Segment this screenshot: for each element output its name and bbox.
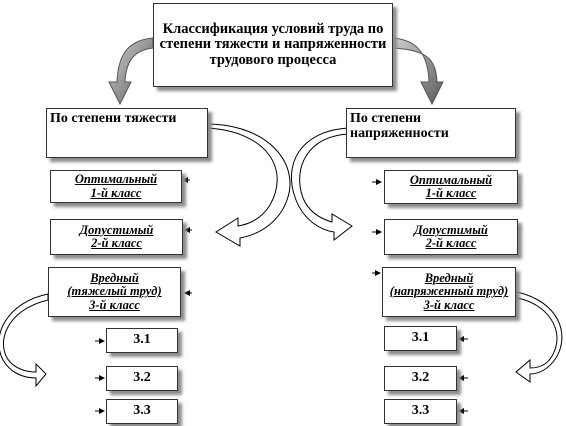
left-class-3-box: Вредный (тяжелый труд) 3-й класс <box>48 267 181 317</box>
left-class-2-name: Допустимый <box>79 222 154 237</box>
right-subclass-3-3: 3.3 <box>384 399 457 424</box>
right-lower-curve-arrow <box>515 291 563 383</box>
left-class-3-detail: (тяжелый труд) <box>67 284 162 299</box>
diagram-title-text: Классификация условий труда по степени т… <box>159 21 387 68</box>
left-class-2-number: 2-й класс <box>91 236 142 250</box>
right-subclass-3-1: 3.1 <box>384 326 457 351</box>
left-heading-box: По степени тяжести <box>46 108 208 158</box>
left-class-3-number: 3-й класс <box>89 297 140 312</box>
diagram-title: Классификация условий труда по степени т… <box>153 3 393 87</box>
right-heading-text: По степени напряженности <box>350 111 449 141</box>
left-class-1-name: Оптимальный <box>74 172 158 187</box>
right-subclass-3-3-label: 3.3 <box>411 403 430 419</box>
left-class-3-name: Вредный <box>90 271 139 286</box>
right-curve-arrow <box>291 127 353 242</box>
right-class-1-number: 1-й класс <box>425 186 477 200</box>
title-to-right-arrow <box>392 37 444 106</box>
left-subclass-3-3-label: 3.3 <box>133 403 151 419</box>
right-class-1-box: Оптимальный 1-й класс <box>384 170 518 204</box>
left-subclass-3-1: 3.1 <box>106 328 178 353</box>
left-subclass-3-2: 3.2 <box>106 366 178 391</box>
right-heading-box: По степени напряженности <box>346 108 516 158</box>
title-to-left-arrow <box>108 37 154 106</box>
left-curve-arrow <box>207 123 291 247</box>
right-class-2-box: Допустимый 2-й класс <box>384 219 518 255</box>
left-subclass-3-2-label: 3.2 <box>133 370 151 386</box>
left-heading-text: По степени тяжести <box>50 111 177 126</box>
right-subclass-3-2: 3.2 <box>384 366 457 391</box>
right-class-2-number: 2-й класс <box>425 236 477 250</box>
left-lower-curve-arrow <box>0 293 49 388</box>
left-subclass-3-1-label: 3.1 <box>133 332 151 348</box>
right-subclass-3-1-label: 3.1 <box>411 330 430 346</box>
left-class-1-number: 1-й класс <box>90 185 142 200</box>
right-class-1-name: Оптимальный <box>409 172 493 187</box>
left-class-1-box: Оптимальный 1-й класс <box>50 170 182 203</box>
right-subclass-3-2-label: 3.2 <box>411 370 430 386</box>
right-class-3-detail: (напряженный труд) <box>389 284 509 299</box>
right-class-2-name: Допустимый <box>414 222 488 237</box>
right-class-3-name: Вредный <box>424 271 474 286</box>
right-class-3-number: 3-й класс <box>423 297 475 312</box>
left-class-2-box: Допустимый 2-й класс <box>50 219 183 255</box>
right-class-3-box: Вредный (напряженный труд) 3-й класс <box>382 267 516 317</box>
left-subclass-3-3: 3.3 <box>106 399 178 424</box>
